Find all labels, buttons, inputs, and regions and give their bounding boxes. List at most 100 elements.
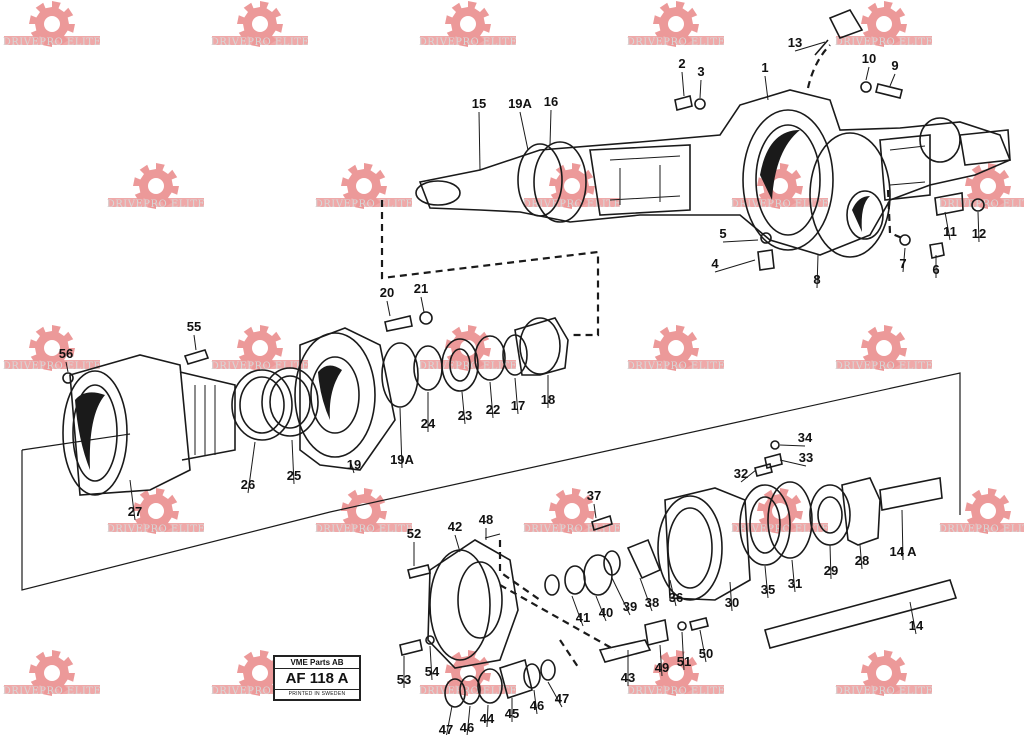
watermark-band <box>212 360 308 369</box>
part-label: 44 <box>480 711 495 726</box>
watermark-text: DRIVEPRO ELITE <box>315 199 414 210</box>
watermark-text: DRIVEPRO ELITE <box>523 524 622 535</box>
part-label: 39 <box>623 599 637 614</box>
leader-line <box>291 439 295 485</box>
watermark-text: DRIVEPRO ELITE <box>3 37 102 48</box>
watermark-gear-icon: DRIVEPRO ELITE <box>211 650 309 697</box>
watermark-gear-icon: DRIVEPRO ELITE <box>419 1 517 48</box>
part-label: 51 <box>677 654 691 669</box>
watermark-band <box>940 198 1024 207</box>
leader-line <box>611 577 631 616</box>
watermark-text: DRIVEPRO ELITE <box>731 199 830 210</box>
leader-line <box>446 705 453 735</box>
part-label: 40 <box>599 605 613 620</box>
leader-line <box>129 479 136 521</box>
part-label: 23 <box>458 408 472 423</box>
part-label: 38 <box>645 595 659 610</box>
leader-line <box>816 254 819 289</box>
stamp-company: VME Parts AB <box>275 657 359 669</box>
part-label: 10 <box>862 51 876 66</box>
part-label: 45 <box>505 706 519 721</box>
part-label: 4 <box>711 256 719 271</box>
part-label: 53 <box>397 672 411 687</box>
leader-line <box>794 41 826 52</box>
watermark-text: DRIVEPRO ELITE <box>627 361 726 372</box>
part-label: 19 <box>347 457 361 472</box>
leader-line <box>865 66 870 81</box>
watermark-band <box>836 685 932 694</box>
watermark-text: DRIVEPRO ELITE <box>835 37 934 48</box>
watermark-gear-icon: DRIVEPRO ELITE <box>939 163 1024 210</box>
watermark-gear-hole <box>148 178 164 194</box>
part-label: 16 <box>544 94 558 109</box>
watermark-gear-hole <box>980 503 996 519</box>
watermark-text: DRIVEPRO ELITE <box>107 524 206 535</box>
part-label: 42 <box>448 519 462 534</box>
watermark-gear-hole <box>668 16 684 32</box>
part-label: 19A <box>390 452 414 467</box>
watermark-text: DRIVEPRO ELITE <box>939 524 1024 535</box>
part-label: 25 <box>287 468 301 483</box>
leader-line <box>519 111 529 151</box>
watermark-band <box>420 36 516 45</box>
part-label: 28 <box>855 553 869 568</box>
leader-line <box>593 503 597 519</box>
part-label: 12 <box>972 226 986 241</box>
watermark-band <box>524 523 620 532</box>
leader-line <box>65 361 69 373</box>
leader-line <box>699 79 702 99</box>
leader-line <box>549 109 552 146</box>
leader-line <box>466 705 471 735</box>
watermark-gear-hole <box>252 340 268 356</box>
leader-line <box>977 211 980 243</box>
part-label: 19A <box>508 96 532 111</box>
leader-line <box>514 377 519 415</box>
leader-line <box>909 601 917 635</box>
leader-line <box>681 71 685 97</box>
watermark-text: DRIVEPRO ELITE <box>3 361 102 372</box>
watermark-gear-hole <box>876 340 892 356</box>
part-label: 36 <box>669 590 683 605</box>
watermark-text: DRIVEPRO ELITE <box>835 686 934 697</box>
watermark-gear-hole <box>876 665 892 681</box>
part-label: 52 <box>407 526 421 541</box>
watermark-text: DRIVEPRO ELITE <box>419 361 518 372</box>
part-label: 17 <box>511 398 525 413</box>
part-label: 11 <box>943 224 957 239</box>
watermark-band <box>420 360 516 369</box>
leader-line <box>429 645 433 681</box>
watermark-gear-icon: DRIVEPRO ELITE <box>627 1 725 48</box>
part-label: 35 <box>761 582 775 597</box>
watermark-gear-hole <box>252 16 268 32</box>
watermark-band <box>108 523 204 532</box>
watermark-gear-icon: DRIVEPRO ELITE <box>835 1 934 48</box>
watermark-gear-hole <box>564 178 580 194</box>
part-label: 56 <box>59 346 73 361</box>
leader-line <box>399 407 403 469</box>
watermark-gear-icon: DRIVEPRO ELITE <box>523 488 622 535</box>
watermark-gear-hole <box>44 16 60 32</box>
part-label: 37 <box>587 488 601 503</box>
part-label: 50 <box>699 646 713 661</box>
leader-line <box>889 73 896 87</box>
part-label: 48 <box>479 512 493 527</box>
watermark-gear-hole <box>356 178 372 194</box>
watermark-gear-icon: DRIVEPRO ELITE <box>627 325 726 372</box>
watermark-band <box>4 685 100 694</box>
leader-line <box>859 544 863 570</box>
watermark-gear-hole <box>772 178 788 194</box>
watermark-gear-icon: DRIVEPRO ELITE <box>315 163 414 210</box>
watermark-text: DRIVEPRO ELITE <box>627 686 726 697</box>
leader-line <box>729 581 733 612</box>
leader-line <box>714 259 756 273</box>
leader-line <box>944 211 951 241</box>
leader-line <box>486 704 489 728</box>
part-label: 21 <box>414 281 428 296</box>
axle-housing <box>415 89 1012 258</box>
watermark-text: DRIVEPRO ELITE <box>211 361 310 372</box>
watermark-band <box>836 36 932 45</box>
watermark-band <box>212 36 308 45</box>
watermark-band <box>212 685 308 694</box>
watermark-gear-hole <box>356 503 372 519</box>
leader-line <box>193 334 197 351</box>
